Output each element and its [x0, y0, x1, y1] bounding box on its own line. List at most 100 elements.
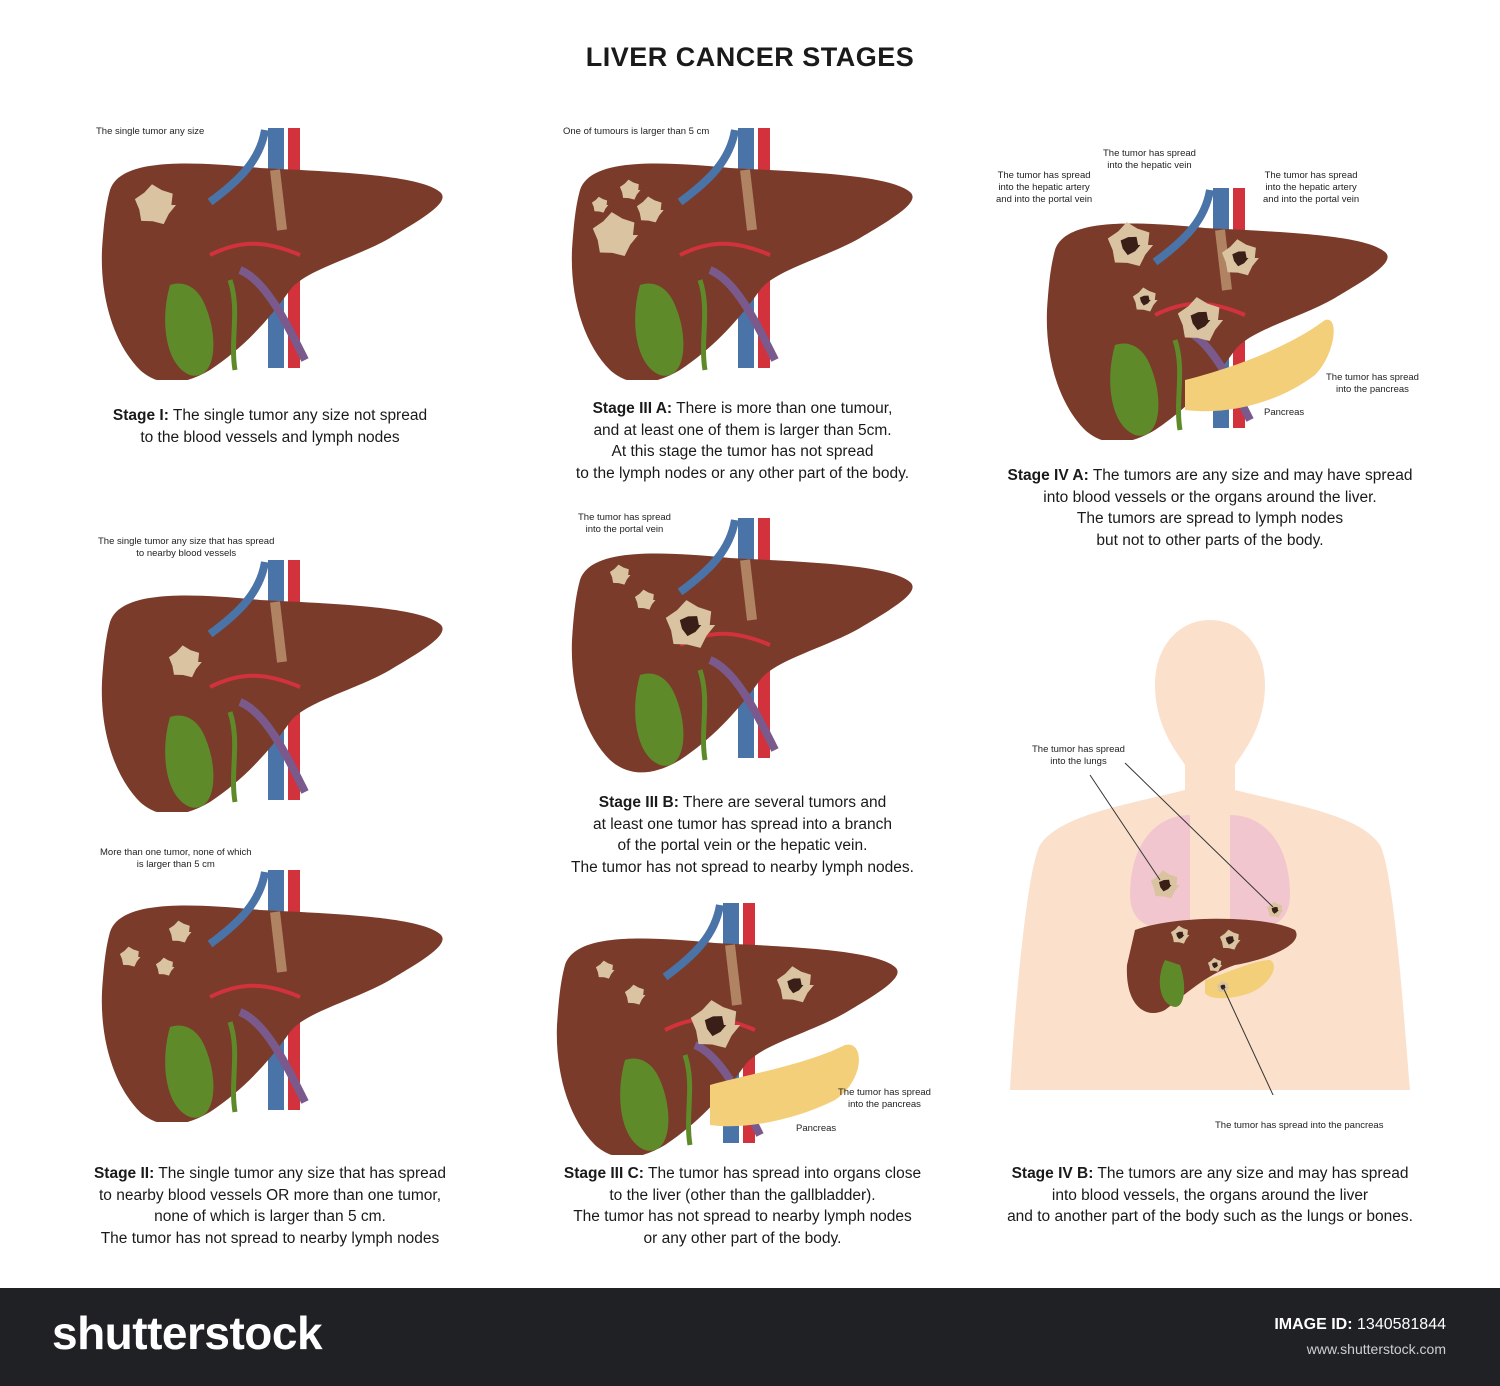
- note-3c-pancreas-spread: The tumor has spread into the pancreas: [838, 1087, 931, 1111]
- image-id-value: 1340581844: [1357, 1316, 1446, 1333]
- tumor: [591, 196, 609, 213]
- tumor: [634, 589, 656, 610]
- pointer-line: [1124, 762, 1274, 908]
- site-url: www.shutterstock.com: [1306, 1341, 1446, 1357]
- note-line: into the lungs: [1050, 756, 1107, 767]
- tumor-core: [679, 616, 702, 637]
- bile-duct: [227, 279, 238, 371]
- stage-2a-illustration: [101, 560, 443, 812]
- caption-line: The tumor has not spread to nearby lymph…: [100, 1229, 440, 1247]
- caption-line: to the liver (other than the gallbladder…: [609, 1186, 876, 1204]
- pointer-line: [1222, 986, 1274, 1095]
- ligament: [270, 911, 287, 973]
- gallbladder: [635, 673, 684, 766]
- gallbladder: [165, 1025, 214, 1118]
- stage-label: Stage IV A:: [1007, 467, 1089, 484]
- caption-stage-3c: Stage III C: The tumor has spread into o…: [520, 1163, 965, 1249]
- note-line: The tumor has spread: [838, 1087, 931, 1098]
- image-id-label: IMAGE ID:: [1274, 1316, 1353, 1333]
- left-lung: [1130, 815, 1190, 929]
- caption-line: The tumors are any size and may have spr…: [1092, 467, 1413, 484]
- hepatic-vein: [677, 129, 739, 206]
- caption-line: The tumor has not spread to nearby lymph…: [573, 1208, 912, 1225]
- caption-line: and to another part of the body such as …: [1007, 1208, 1413, 1225]
- page-title: LIVER CANCER STAGES: [585, 42, 915, 72]
- note-line: The tumor has spread: [578, 512, 671, 523]
- note-line: to nearby blood vessels: [136, 548, 237, 559]
- tumor: [119, 946, 141, 967]
- caption-line: The single tumor any size that has sprea…: [158, 1165, 447, 1182]
- bile-duct: [227, 1021, 238, 1113]
- caption-line: The tumors are any size and may has spre…: [1097, 1165, 1409, 1182]
- stage-label: Stage III B:: [598, 794, 679, 811]
- note-single-tumor: The single tumor any size: [96, 126, 205, 137]
- caption-line: The single tumor any size not spread: [172, 407, 428, 424]
- hepatic-vein: [677, 519, 739, 596]
- note-4b-lungs: The tumor has spread into the lungs: [1032, 744, 1125, 768]
- note-line: into the hepatic artery: [998, 182, 1090, 193]
- tumor: [155, 957, 175, 976]
- stage-3c-illustration: [556, 903, 898, 1155]
- caption-line: into blood vessels, the organs around th…: [1051, 1186, 1369, 1204]
- note-line: into the hepatic vein: [1107, 160, 1192, 171]
- note-line: and into the portal vein: [1263, 194, 1360, 205]
- human-silhouette: [1010, 620, 1410, 1090]
- note-line: into the portal vein: [585, 524, 664, 535]
- stage-label: Stage IV B:: [1011, 1165, 1094, 1182]
- tumor: [168, 645, 202, 678]
- pancreas: [710, 1044, 859, 1127]
- stage-4a-illustration: [1046, 188, 1388, 440]
- portal-vein: [238, 1008, 309, 1104]
- bile-duct: [682, 1054, 693, 1146]
- hepatic-vein: [207, 561, 269, 638]
- portal-vein: [238, 266, 309, 362]
- note-4a-pancreas-label: Pancreas: [1264, 407, 1305, 418]
- tumor-core: [1176, 931, 1185, 940]
- hepatic-artery: [209, 241, 301, 257]
- tumor: [168, 920, 192, 943]
- bile-duct: [227, 711, 238, 803]
- note-line: into the hepatic artery: [1265, 182, 1357, 193]
- note-line: and into the portal vein: [996, 194, 1093, 205]
- caption-line: to the blood vessels and lymph nodes: [140, 428, 400, 446]
- note-line: The tumor has spread: [1032, 744, 1125, 755]
- note-portal-vein: The tumor has spread into the portal vei…: [578, 512, 671, 536]
- hepatic-artery: [209, 983, 301, 999]
- caption-stage-4a: Stage IV A: The tumors are any size and …: [980, 465, 1440, 551]
- caption-stage-3b: Stage III B: There are several tumors an…: [520, 792, 965, 878]
- note-spread-nearby-vessels: The single tumor any size that has sprea…: [98, 536, 274, 560]
- caption-line: of the portal vein or the hepatic vein.: [617, 837, 868, 854]
- note-line: The tumor has spread: [1103, 148, 1196, 159]
- stage-1-illustration: [101, 128, 443, 380]
- note-4b-pancreas: The tumor has spread into the pancreas: [1215, 1120, 1384, 1131]
- ligament: [270, 601, 287, 663]
- tumor: [595, 960, 615, 979]
- ligament: [1215, 229, 1232, 291]
- caption-line: at least one tumor has spread into a bra…: [593, 815, 892, 833]
- tumor: [619, 179, 641, 200]
- caption-line: The tumor has spread into organs close: [648, 1165, 922, 1182]
- caption-line: none of which is larger than 5 cm.: [154, 1208, 386, 1225]
- tumor-core: [704, 1016, 727, 1037]
- tumor-core: [1139, 295, 1151, 306]
- note-line: The tumor has spread: [1326, 372, 1419, 383]
- pancreas: [1185, 319, 1334, 412]
- portal-vein: [238, 698, 309, 794]
- stage-3b-illustration: [571, 518, 913, 773]
- hepatic-vein: [1152, 189, 1214, 266]
- right-lung: [1230, 815, 1290, 929]
- footer-bar: [0, 1288, 1500, 1386]
- shutterstock-logo: shutterstock: [52, 1307, 323, 1359]
- gallbladder: [635, 283, 684, 376]
- portal-vein: [708, 656, 779, 752]
- tumor: [134, 184, 176, 225]
- caption-line: The tumor has not spread to nearby lymph…: [571, 858, 914, 876]
- ligament: [725, 944, 742, 1006]
- note-line: into the pancreas: [848, 1099, 921, 1110]
- caption-line: but not to other parts of the body.: [1096, 531, 1324, 549]
- hepatic-vein: [662, 904, 724, 981]
- portal-vein: [708, 266, 779, 362]
- caption-stage-1: Stage I: The single tumor any size not s…: [60, 405, 480, 448]
- bile-duct: [1172, 339, 1183, 431]
- tumor: [624, 984, 646, 1005]
